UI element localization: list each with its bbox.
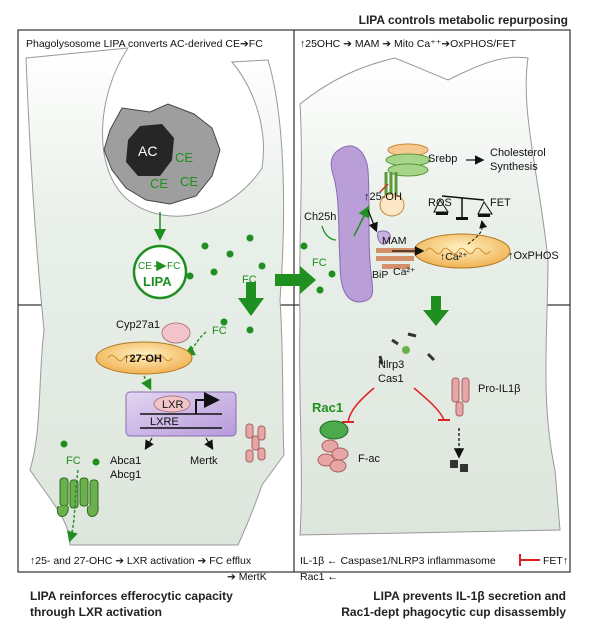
footer-right-line2: Rac1-dept phagocytic cup disassembly	[341, 605, 566, 619]
ce-label-3: CE	[180, 174, 198, 189]
abcg1-label: Abcg1	[110, 469, 141, 481]
cas1-inhibits-rac1	[347, 387, 375, 423]
arrow-to-top-right	[275, 266, 316, 294]
top-right-header: LIPA controls metabolic repurposing	[359, 13, 568, 27]
fc-dots-bottom-left	[220, 318, 254, 334]
ca-label: Ca²⁺	[393, 266, 416, 278]
cas1-label: Cas1	[378, 373, 404, 385]
oxphos-label: ↑OxPHOS	[508, 250, 559, 262]
ac-nucleus	[126, 124, 174, 176]
f-actin-label: F-ac	[358, 453, 381, 465]
ce-label-1: CE	[175, 150, 193, 165]
ca-up-label: ↑Ca²⁺	[440, 251, 468, 263]
cyp27a1-protein	[161, 322, 191, 344]
fc-label-bottom-1: FC	[212, 325, 227, 337]
lxr-protein	[153, 395, 191, 413]
bip-label: BiP	[372, 269, 388, 281]
nlrp3-label: Nlrp3	[378, 359, 404, 371]
mito-cristae-top	[425, 247, 491, 255]
oh27-label: ↑27-OH	[124, 353, 162, 365]
bottom-right-summary-1b: FET↑	[543, 555, 568, 567]
cas1-to-proil1b	[413, 387, 445, 421]
ros-label: ROS	[428, 197, 452, 209]
lxr-to-mertk-arrow	[204, 437, 214, 451]
lxr-to-abca1-arrow	[144, 437, 154, 451]
ch25h-pointer	[321, 225, 337, 241]
footer-left-line2: through LXR activation	[30, 605, 162, 619]
rac1-label: Rac1	[312, 400, 343, 415]
lipa-lysosome	[132, 244, 188, 300]
ac-label: AC	[138, 143, 157, 159]
mitochondrion-bottom	[95, 341, 193, 375]
rac1-protein	[319, 420, 349, 440]
synthesis-label: Synthesis	[490, 161, 538, 173]
fc-dots-top-right	[300, 242, 336, 294]
pro-il1b-protein	[451, 377, 470, 417]
il1b-fragments	[450, 460, 468, 472]
fet-label-top: FET	[490, 197, 511, 209]
footer-left-line1: LIPA reinforces efferocytic capacity	[30, 589, 233, 603]
oh25-label: ↑25-OH	[364, 191, 402, 203]
mam-label: MAM	[382, 235, 407, 247]
f-actin	[317, 439, 349, 473]
ros-fet-balance	[433, 195, 493, 220]
bottom-right-summary-2: Rac1 ←	[300, 571, 338, 583]
abca1-label: Abca1	[110, 455, 141, 467]
bottom-left-summary-2: ➔ MertK	[227, 571, 267, 583]
inflammasome-cluster	[378, 332, 436, 365]
top-left-title: Phagolysosome LIPA converts AC-derived C…	[26, 38, 263, 50]
lipa-ce-label: CE	[138, 261, 152, 272]
mertk-label: Mertk	[190, 455, 218, 467]
lxr-label: LXR	[162, 399, 183, 411]
arrow-to-bottom-left	[238, 282, 264, 316]
fc-dots-efflux	[60, 440, 100, 466]
25oh-to-mam-arrow	[367, 209, 378, 233]
cyp27a1-label: Cyp27a1	[116, 319, 160, 331]
top-right-title: ↑25OHC ➔ MAM ➔ Mito Ca⁺⁺➔OxPHOS/FET	[300, 38, 517, 50]
fc-label-top-right: FC	[312, 257, 327, 269]
mertk-receptor	[245, 423, 266, 463]
fc-dots-top-left	[186, 234, 266, 280]
bottom-right-summary-1a: IL-1β ← Caspase1/NLRP3 inflammasome	[300, 555, 496, 567]
cholesterol-label: Cholesterol	[490, 147, 546, 159]
mito-cristae-bottom	[107, 354, 173, 362]
ch25h-label: Ch25h	[304, 211, 336, 223]
srebp-label: Srebp	[428, 153, 457, 165]
lipa-fc-label: FC	[167, 261, 180, 272]
fc-to-25oh-arrow	[353, 205, 370, 237]
endoplasmic-reticulum	[330, 145, 373, 303]
transcription-arrow	[195, 392, 220, 414]
oh27-to-lxr-arrow	[141, 375, 152, 391]
mito-to-balance-arrow	[467, 220, 488, 245]
lipa-label: LIPA	[143, 274, 172, 289]
lxre-label: LXRE	[150, 416, 179, 428]
srebp-protein	[379, 143, 431, 217]
fc-label-bottom-2: FC	[66, 455, 81, 467]
footer-right-line1: LIPA prevents IL-1β secretion and	[373, 589, 566, 603]
ce-label-2: CE	[150, 176, 168, 191]
pro-il1b-label: Pro-IL1β	[478, 383, 520, 395]
er-vesicle	[377, 230, 391, 245]
bottom-left-summary-1: ↑25- and 27-OHC ➔ LXR activation ➔ FC ef…	[30, 555, 252, 567]
25oh-inhibits-srebp	[379, 183, 389, 193]
arrow-to-bottom-right	[423, 296, 449, 326]
